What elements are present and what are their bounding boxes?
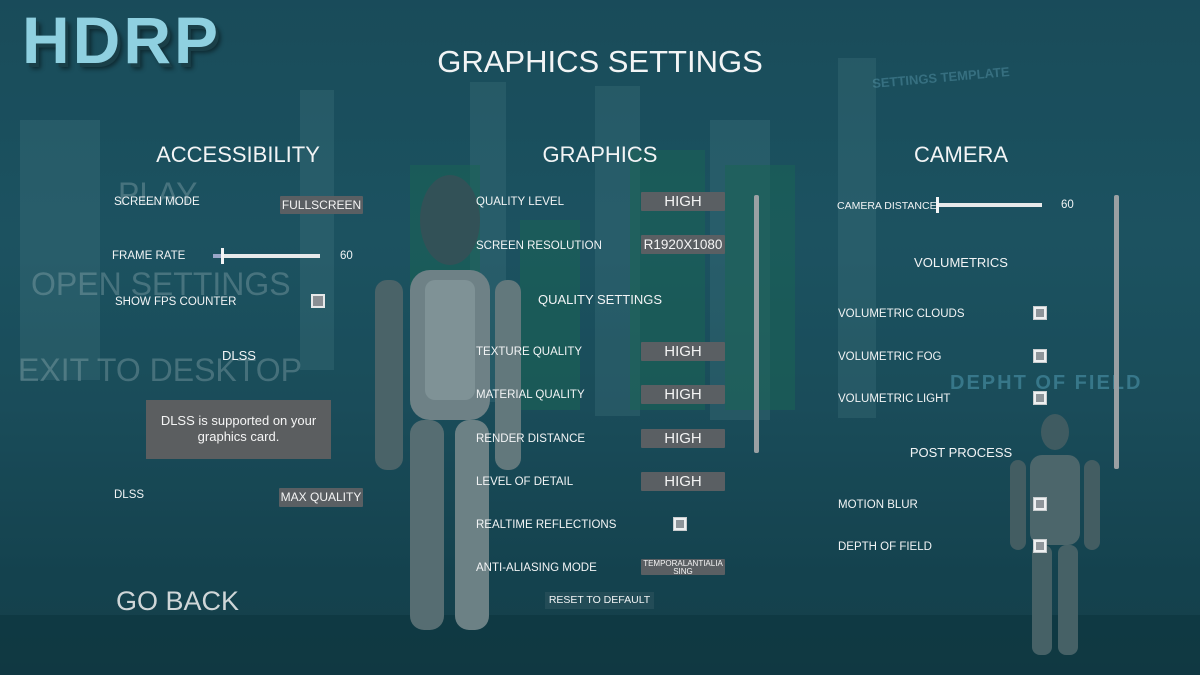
material-quality-dropdown[interactable]: HIGH <box>641 385 725 404</box>
level-of-detail-dropdown[interactable]: HIGH <box>641 472 725 491</box>
screen-mode-label: SCREEN MODE <box>114 196 200 208</box>
go-back-button[interactable]: GO BACK <box>116 586 240 616</box>
graphics-scrollbar[interactable] <box>754 195 759 453</box>
volumetric-clouds-checkbox[interactable] <box>1033 306 1047 320</box>
page-title: GRAPHICS SETTINGS <box>437 44 763 79</box>
screen-mode-dropdown[interactable]: FULLSCREEN <box>280 196 363 214</box>
graphics-title: GRAPHICS <box>542 142 658 167</box>
camera-distance-value: 60 <box>1061 199 1074 211</box>
frame-rate-slider-handle[interactable] <box>221 248 224 264</box>
bg-exit-text: EXIT TO DESKTOP <box>18 352 302 388</box>
texture-quality-label: TEXTURE QUALITY <box>476 346 583 358</box>
camera-scrollbar[interactable] <box>1114 195 1119 469</box>
robot-figure-distant <box>1010 414 1100 655</box>
bg-floor <box>0 615 1200 675</box>
dlss-label: DLSS <box>114 489 145 501</box>
bg-pillar <box>300 90 334 370</box>
accessibility-title: ACCESSIBILITY <box>156 142 320 167</box>
volumetric-fog-label: VOLUMETRIC FOG <box>838 351 942 363</box>
bg-pillar <box>725 165 795 410</box>
quality-settings-heading: QUALITY SETTINGS <box>537 292 662 307</box>
volumetric-fog-checkbox[interactable] <box>1033 349 1047 363</box>
frame-rate-slider-fill <box>213 254 222 258</box>
dlss-tooltip-line2: graphics card. <box>197 429 280 444</box>
realtime-reflections-checkbox[interactable] <box>673 517 687 531</box>
bg-open-settings-text: OPEN SETTINGS <box>31 266 291 302</box>
quality-level-dropdown[interactable]: HIGH <box>641 192 725 211</box>
bg-pillar <box>520 220 580 410</box>
camera-distance-label: CAMERA DISTANCE <box>837 200 937 212</box>
screen-resolution-label: SCREEN RESOLUTION <box>476 240 602 252</box>
motion-blur-label: MOTION BLUR <box>838 499 918 511</box>
bg-pillar <box>20 120 100 380</box>
fps-counter-label: SHOW FPS COUNTER <box>115 296 237 308</box>
frame-rate-label: FRAME RATE <box>112 250 186 262</box>
post-process-heading: POST PROCESS <box>909 445 1013 460</box>
volumetric-clouds-label: VOLUMETRIC CLOUDS <box>838 308 965 320</box>
realtime-reflections-label: REALTIME REFLECTIONS <box>476 519 617 531</box>
volumetric-light-label: VOLUMETRIC LIGHT <box>838 393 951 405</box>
dlss-dropdown[interactable]: MAX QUALITY <box>279 488 363 507</box>
level-of-detail-label: LEVEL OF DETAIL <box>476 476 574 488</box>
texture-quality-dropdown[interactable]: HIGH <box>641 342 725 361</box>
motion-blur-checkbox[interactable] <box>1033 497 1047 511</box>
screen-resolution-dropdown[interactable]: R1920X1080 <box>641 235 725 254</box>
render-distance-dropdown[interactable]: HIGH <box>641 429 725 448</box>
camera-distance-slider-handle[interactable] <box>936 197 939 213</box>
quality-level-label: QUALITY LEVEL <box>476 196 564 208</box>
camera-distance-slider-track[interactable] <box>937 203 1042 207</box>
dlss-tooltip: DLSS is supported on your graphics card. <box>146 400 331 459</box>
dlss-tooltip-line1: DLSS is supported on your <box>160 413 317 428</box>
volumetric-light-checkbox[interactable] <box>1033 391 1047 405</box>
frame-rate-value: 60 <box>340 250 353 262</box>
hdrp-logo: HDRP <box>22 3 222 77</box>
render-distance-label: RENDER DISTANCE <box>476 433 586 445</box>
bg-pillar <box>838 58 876 418</box>
reset-to-default-button[interactable]: RESET TO DEFAULT <box>545 592 654 609</box>
bg-play-text: PLAY <box>118 176 198 212</box>
robot-figure <box>375 175 521 630</box>
depth-of-field-label: DEPTH OF FIELD <box>838 541 932 553</box>
anti-aliasing-label: ANTI-ALIASING MODE <box>476 562 597 574</box>
dlss-heading: DLSS <box>222 348 256 363</box>
bg-dof-sign-text: DEPHT OF FIELD <box>950 372 1143 394</box>
material-quality-label: MATERIAL QUALITY <box>476 389 585 401</box>
depth-of-field-checkbox[interactable] <box>1033 539 1047 553</box>
frame-rate-slider-track[interactable] <box>213 254 320 258</box>
anti-aliasing-dropdown[interactable]: TEMPORALANTIALIA SING <box>641 559 725 576</box>
volumetrics-heading: VOLUMETRICS <box>914 255 1008 270</box>
camera-title: CAMERA <box>913 142 1009 167</box>
fps-counter-checkbox[interactable] <box>311 294 325 308</box>
